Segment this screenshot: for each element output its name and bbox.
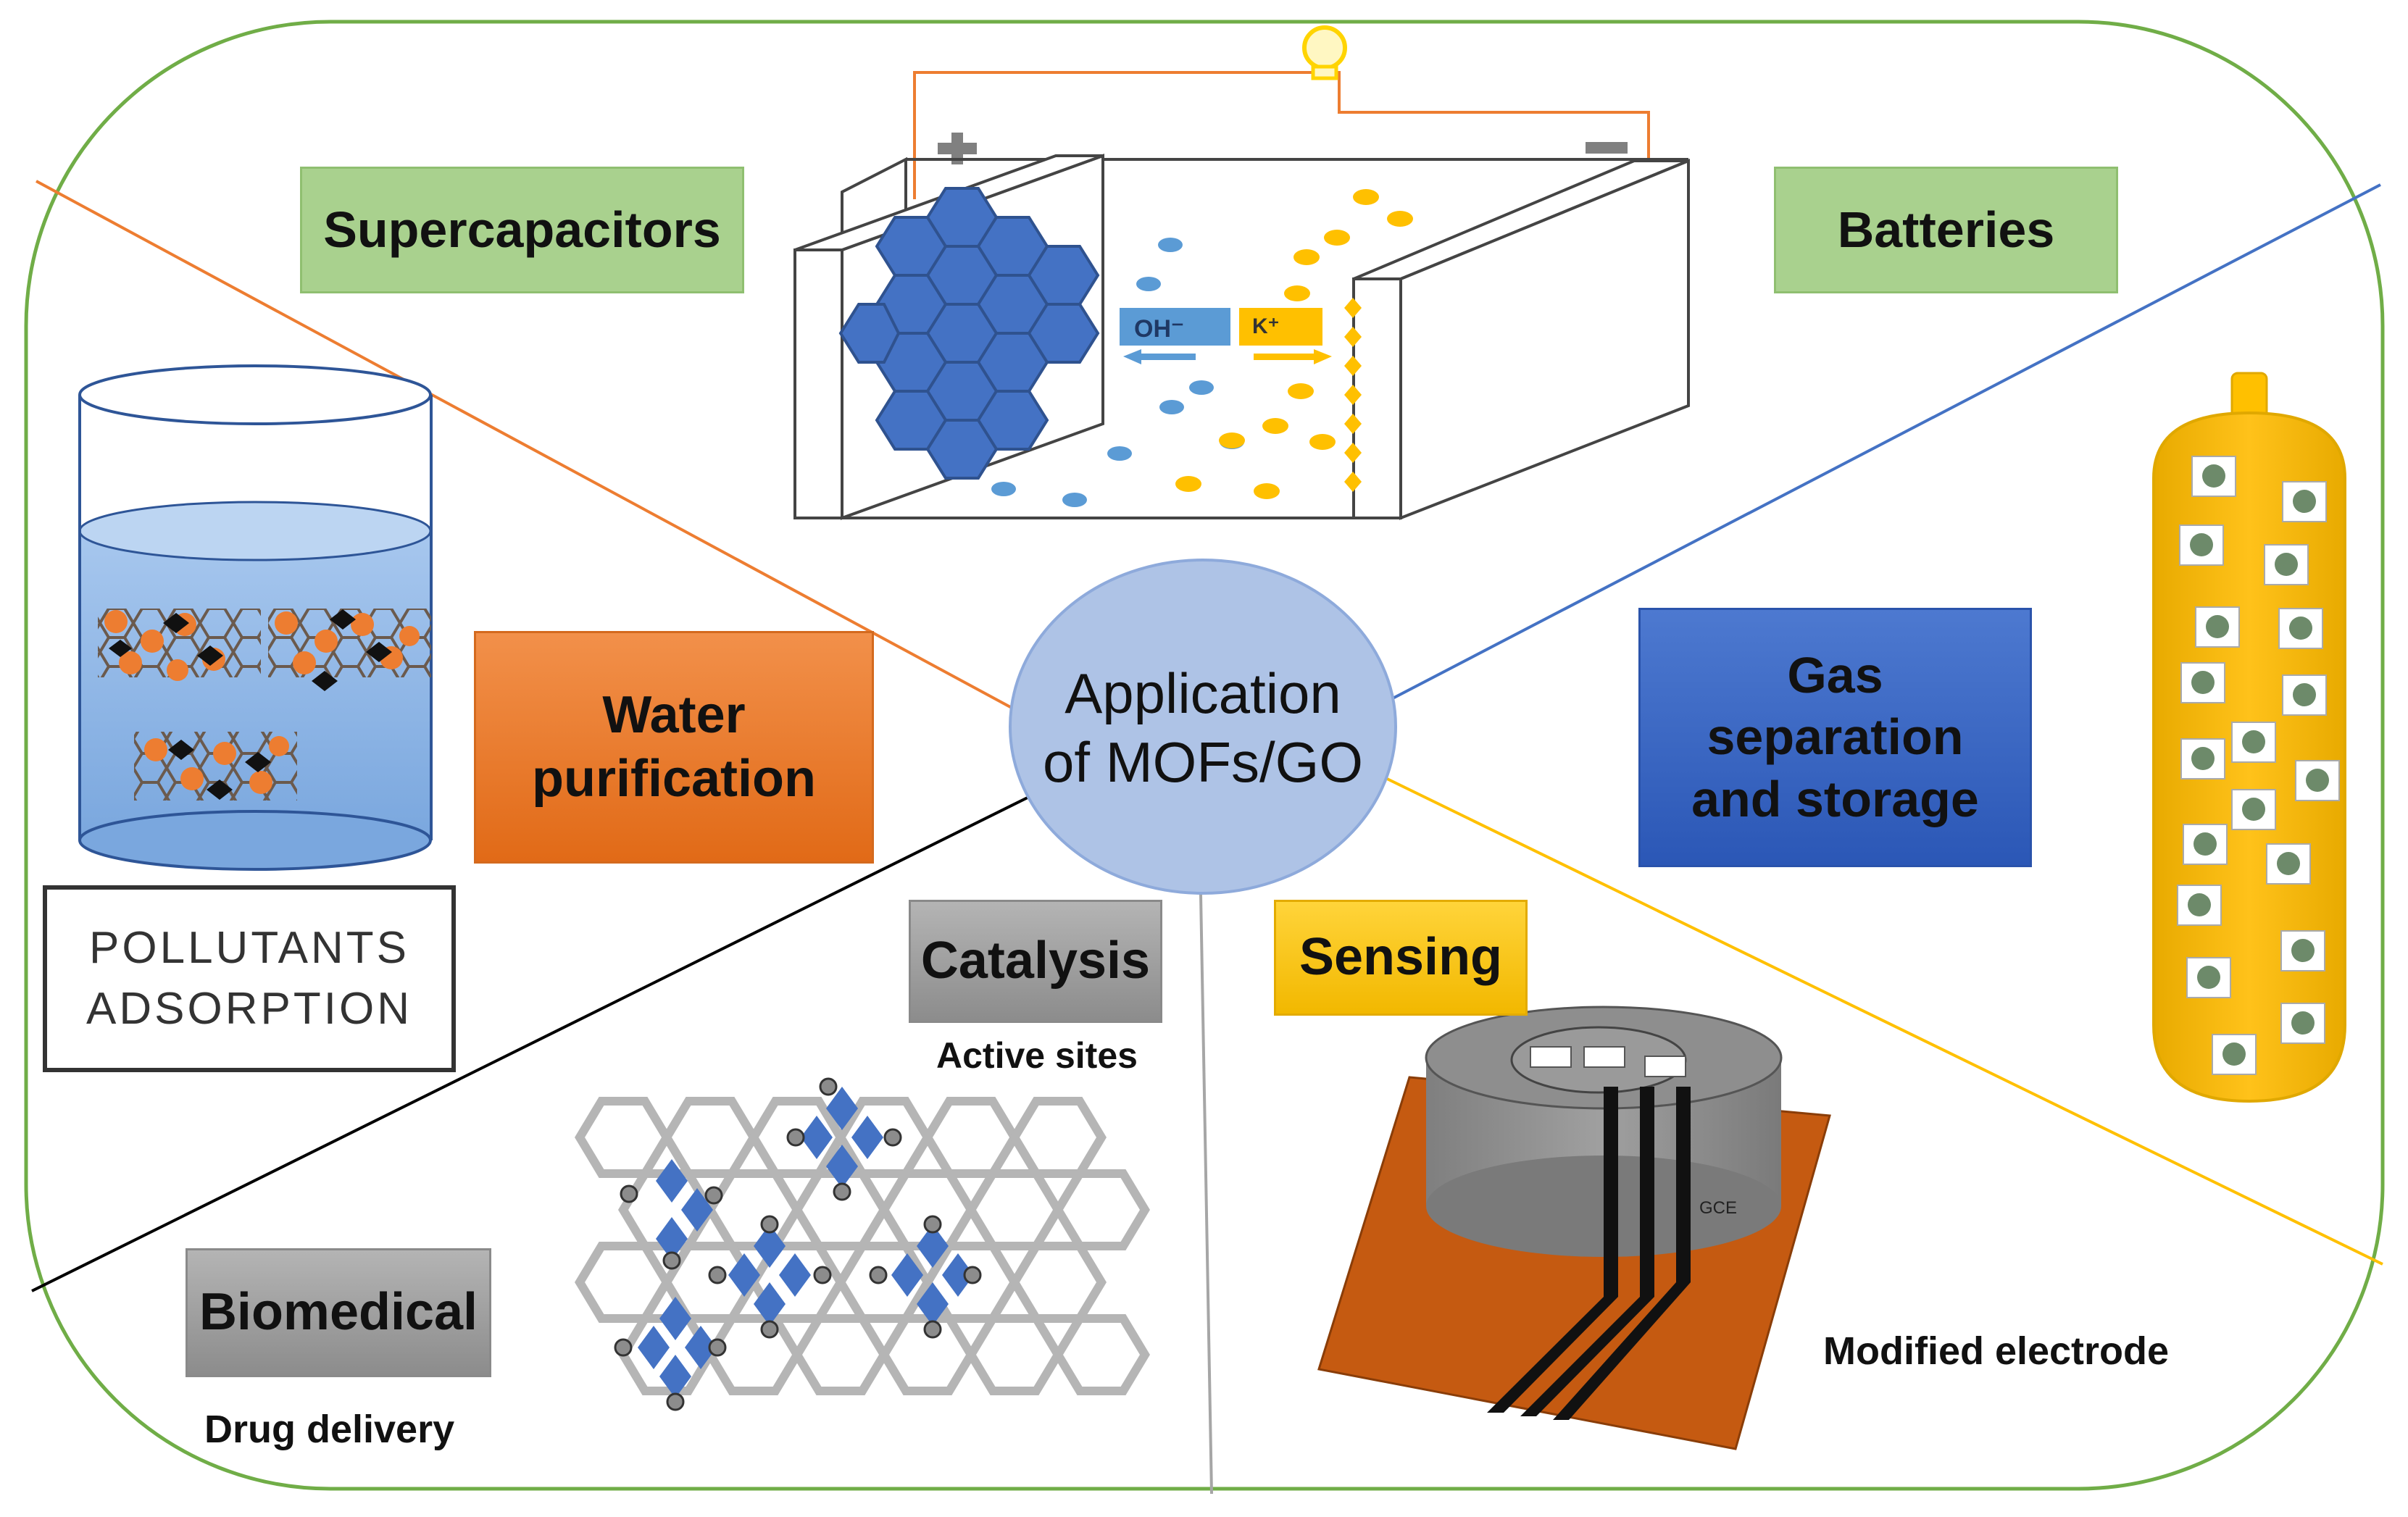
supercapacitors-label: Supercapacitors (300, 167, 744, 293)
biomedical-label: Biomedical (186, 1248, 491, 1377)
light-bulb-icon (1302, 25, 1347, 80)
circuit-wire (913, 71, 1650, 199)
plus-terminal-v (951, 133, 963, 164)
modified-electrode-label: Modified electrode (1823, 1329, 2170, 1373)
center-line2: of MOFs/GO (1042, 730, 1364, 794)
divider-blue (1391, 183, 2381, 701)
k-arrow (1254, 349, 1332, 364)
water-purification-label: Water purification (474, 631, 874, 864)
mof-go-sheet (98, 609, 431, 801)
minus-terminal (1586, 142, 1628, 154)
center-line1: Application (1065, 661, 1341, 725)
gas-line1: Gas (1787, 646, 1883, 703)
supercapacitor-cell-illustration: OH⁻ K⁺ (793, 25, 1690, 520)
sensing-text: Sensing (1299, 928, 1503, 987)
center-title: Application of MOFs/GO (1011, 558, 1395, 898)
outer-frame (24, 20, 2385, 1491)
supercapacitors-text: Supercapacitors (323, 201, 721, 258)
pollutants-line2: ADSORPTION (86, 984, 412, 1034)
electrode-icon: GCE (1317, 1006, 1831, 1450)
oh-ion-box (1120, 308, 1230, 346)
water-line2: purification (532, 749, 816, 808)
mof-linker-nodes (614, 1077, 982, 1411)
sensing-label: Sensing (1274, 900, 1528, 1016)
gas-line2: separation (1707, 709, 1964, 766)
catalysis-label: Catalysis (909, 900, 1162, 1023)
gce-label: GCE (1699, 1198, 1737, 1218)
beaker-icon (78, 364, 433, 871)
k-ion-label: K⁺ (1252, 314, 1280, 338)
batteries-label: Batteries (1774, 167, 2118, 293)
hexagon-electrode-icon (838, 187, 1100, 480)
divider-yellow (1382, 775, 2383, 1266)
batteries-text: Batteries (1837, 201, 2055, 258)
k-ion-box (1239, 308, 1322, 346)
pollutants-adsorption-label: POLLUTANTS ADSORPTION (43, 885, 456, 1072)
divider-orange (36, 180, 1014, 710)
pollutants-line1: POLLUTANTS (89, 923, 409, 974)
oh-ion-label: OH⁻ (1134, 315, 1184, 343)
divider-gray (1199, 894, 1213, 1495)
gas-line3: and storage (1691, 770, 1979, 827)
gas-separation-label: Gas separation and storage (1638, 608, 2032, 867)
gas-cylinder-icon (2152, 372, 2346, 1103)
biomedical-text: Biomedical (199, 1283, 478, 1342)
center-circle (1009, 559, 1397, 895)
oh-arrow (1123, 349, 1196, 364)
water-line1: Water (602, 685, 746, 744)
catalysis-text: Catalysis (920, 932, 1151, 990)
active-sites-label: Active sites (936, 1035, 1138, 1076)
divider-black (31, 795, 1030, 1292)
drug-delivery-label: Drug delivery (204, 1408, 455, 1451)
